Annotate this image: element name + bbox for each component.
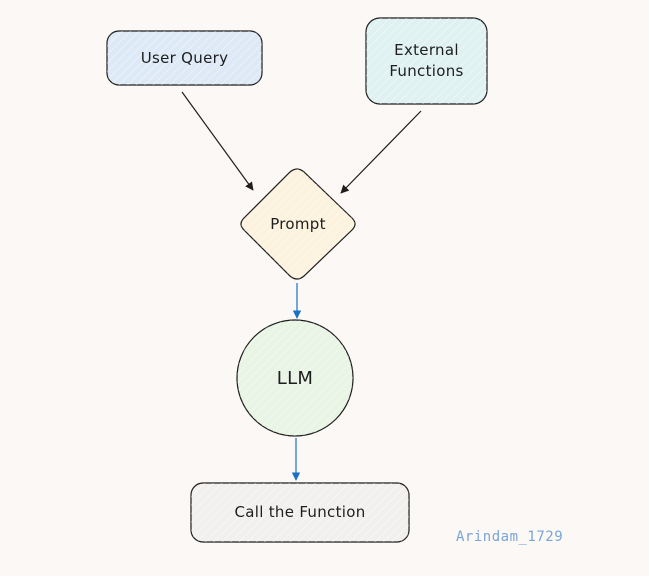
- call-function-node[interactable]: [190, 482, 410, 543]
- edge-user-query-to-prompt: [181, 91, 254, 191]
- user-query-node[interactable]: [106, 30, 263, 86]
- external-functions-node[interactable]: [365, 17, 488, 105]
- llm-node[interactable]: [236, 319, 354, 437]
- edge-external-to-prompt: [340, 110, 422, 194]
- author-watermark: Arindam_1729: [456, 529, 564, 545]
- prompt-node[interactable]: [240, 168, 356, 280]
